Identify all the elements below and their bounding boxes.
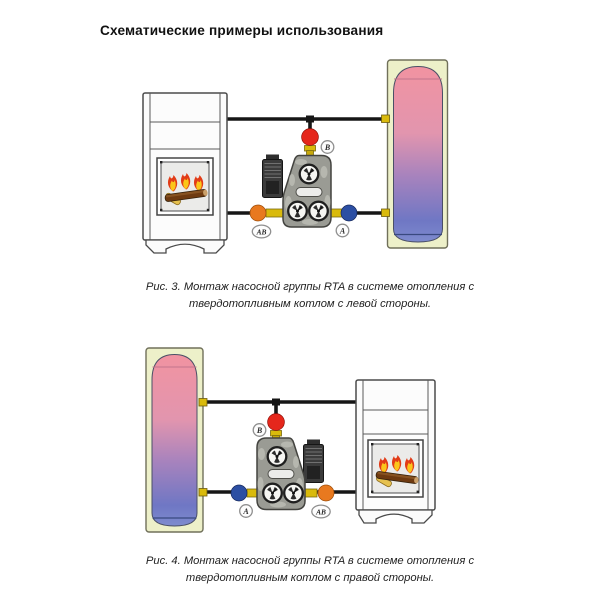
thermometer-gauge xyxy=(283,482,304,504)
figure-4-diagram: B A AB xyxy=(145,347,436,533)
port-label-b: B xyxy=(324,143,331,152)
port-labels: B AB A xyxy=(251,140,350,239)
valve-ball-orange-left xyxy=(249,204,267,222)
tank-vessel xyxy=(393,65,443,243)
port-label-a: A xyxy=(339,226,346,235)
figure-4-caption: Рис. 4. Монтаж насосной группы RTA в сис… xyxy=(105,553,515,586)
figure-3-diagram: B AB A xyxy=(142,59,449,254)
port-label-ring xyxy=(335,223,350,238)
pump-group-rta: B A AB xyxy=(230,413,335,519)
port-label-ring xyxy=(320,140,335,154)
storage-tank xyxy=(381,59,449,249)
boiler-stand xyxy=(145,239,225,254)
tank-port-fitting xyxy=(381,114,390,123)
caption-line: Рис. 4. Монтаж насосной группы RTA в сис… xyxy=(145,555,475,567)
caption-line: Рис. 3. Монтаж насосной группы RTA в сис… xyxy=(145,281,475,293)
port-label-ring xyxy=(251,224,272,239)
frame-bolts xyxy=(160,161,210,212)
thermometer-gauge xyxy=(308,200,329,222)
figure-3-caption: Рис. 3. Монтаж насосной группы RTA в сис… xyxy=(105,279,515,312)
storage-tank xyxy=(145,347,208,533)
thermometer-gauge xyxy=(287,200,308,222)
port-label-ring xyxy=(239,504,253,518)
boiler-stand xyxy=(358,509,433,524)
thermometer-gauge xyxy=(298,163,320,185)
page-title: Схематические примеры использования xyxy=(100,23,384,38)
solid-fuel-boiler xyxy=(142,92,228,254)
valve-ball-blue-right xyxy=(340,204,358,222)
valve-ball-blue-left xyxy=(230,484,248,502)
solid-fuel-boiler xyxy=(355,379,436,524)
port-label-b: B xyxy=(256,426,263,435)
tank-port-fitting xyxy=(381,208,390,217)
thermometer-gauge xyxy=(266,446,288,467)
tank-port-fitting xyxy=(198,488,208,497)
valve-ball-red-top xyxy=(301,128,319,146)
pump-motor xyxy=(262,154,283,198)
port-label-ab: AB xyxy=(315,507,326,516)
brass-fitting-left xyxy=(265,208,285,218)
pump-group-rta: B AB A xyxy=(249,128,358,239)
port-labels: B A AB xyxy=(239,423,331,519)
tank-port-fitting xyxy=(198,398,208,407)
brand-plate xyxy=(295,187,323,197)
valve-ball-red-top xyxy=(267,413,285,431)
port-label-ab: AB xyxy=(256,227,267,236)
brand-plate xyxy=(267,469,295,479)
caption-line: твердотопливным котлом с левой стороны. xyxy=(188,297,432,310)
pipe-tee-junction xyxy=(272,398,280,406)
port-label-ring xyxy=(311,504,331,519)
pump-motor xyxy=(303,439,324,483)
caption-line: твердотопливным котлом с правой стороны. xyxy=(185,571,435,584)
port-label-ring xyxy=(252,423,267,437)
port-label-a: A xyxy=(242,507,249,516)
tank-vessel xyxy=(151,353,198,527)
valve-ball-orange-right xyxy=(317,484,335,502)
frame-bolts xyxy=(371,443,419,493)
pipe-tee-junction xyxy=(306,115,314,123)
thermometer-gauge xyxy=(262,482,283,504)
